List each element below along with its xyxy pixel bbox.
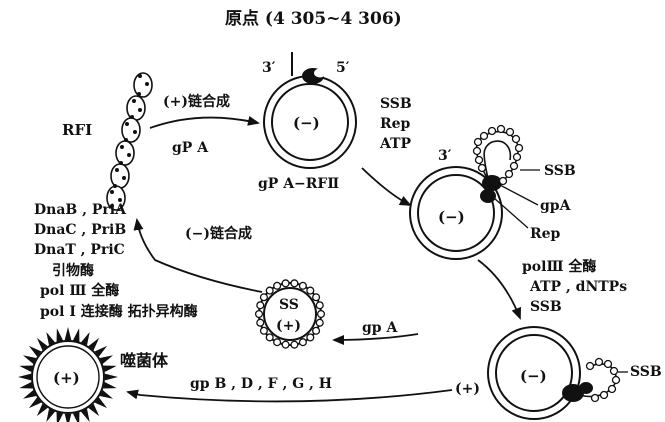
plus-strand-synthesis-label: (+)链合成 [163, 93, 230, 110]
phage-spike [19, 382, 33, 388]
pol3-holoenzyme-left-label: pol Ⅲ 全酶 [40, 282, 119, 299]
phage-label: 噬菌体 [120, 351, 169, 370]
three-prime-top: 3′ [262, 60, 276, 76]
ss-plus-label: (+) [276, 318, 301, 334]
ssb-bead [274, 339, 281, 346]
rf1-supercoiled-dna [107, 73, 152, 210]
gpA-lower-label: gp A [362, 320, 398, 336]
primase-label: 引物酶 [52, 262, 94, 279]
plus-strand-bottom: (+) [455, 381, 480, 397]
rf1-label: RFⅠ [62, 121, 92, 139]
atp-top-label: ATP [379, 136, 412, 152]
phage-plus-label: (+) [53, 369, 80, 387]
phage-spike [73, 328, 79, 342]
minus-strand-bottom: (−) [520, 367, 547, 385]
dnaB-priA-label: DnaB , PriA [34, 202, 127, 218]
ssb-right-label: SSB [530, 299, 562, 315]
ssb-bottom-label: SSB [630, 364, 662, 380]
ssb-bead [257, 302, 264, 309]
ssb-bead [282, 341, 289, 348]
ssb-bead [282, 280, 289, 287]
phage-spike [103, 382, 117, 388]
minus-strand-synthesis-label: (−)链合成 [185, 225, 252, 242]
rolling-circle-bottom [488, 327, 616, 419]
dnaT-priC-label: DnaT , PriC [34, 242, 125, 258]
ssb-bead [266, 287, 273, 294]
dnaC-priB-label: DnaC , PriB [34, 222, 126, 238]
rep-mid-label: Rep [530, 226, 561, 242]
phage-spike [18, 374, 31, 381]
arrow-rf2-to-rolling [362, 168, 410, 205]
ssb-bead [256, 311, 263, 318]
atp-dntps-label: ATP , dNTPs [529, 279, 627, 295]
ssb-bead [261, 294, 268, 301]
ssb-mid-label: SSB [544, 163, 576, 179]
phage-spike [73, 412, 79, 422]
ssb-bead [257, 319, 264, 326]
phage-spike [57, 412, 63, 422]
ssb-bead [299, 282, 306, 289]
ssb-bead [299, 339, 306, 346]
ss-ssb-beads [256, 280, 325, 348]
arrow-mid-to-bottom [478, 260, 520, 318]
ssb-bead [266, 334, 273, 341]
ssb-bead [291, 280, 298, 287]
minus-strand-mid: (−) [438, 208, 465, 226]
ssb-bead [307, 287, 314, 294]
ssb-bead [261, 327, 268, 334]
ssb-bead [307, 334, 314, 341]
ss-label: SS [279, 297, 299, 313]
five-prime-top: 5′ [336, 60, 350, 76]
gpA-top-label: gP A [172, 140, 209, 156]
ssb-beads-middle [474, 126, 523, 185]
three-prime-mid: 3′ [438, 148, 452, 164]
origin-title: 原点 (4 305~4 306) [225, 8, 402, 29]
phage-spike [65, 327, 72, 340]
gpA-rf2-label: gP A−RFⅡ [258, 176, 339, 192]
ssb-bead [291, 341, 298, 348]
ssb-bead [274, 282, 281, 289]
gp-bdfgh-label: gp B , D , F , G , H [190, 376, 332, 392]
rep-top-label: Rep [380, 116, 411, 132]
ssb-beads-bottom [587, 359, 620, 402]
gpA-mid-label: gpA [540, 198, 572, 214]
pol3-right-label: polⅢ 全酶 [522, 258, 596, 275]
ssb-bead [316, 302, 323, 309]
phage-spike [57, 328, 63, 342]
phage-spike [105, 374, 118, 381]
pol1-ligase-topo-label: pol Ⅰ 连接酶 拓扑异构酶 [40, 303, 198, 320]
arrow-rf1-to-rf2 [150, 118, 258, 128]
phage-spike [65, 414, 72, 422]
minus-strand-top: (−) [293, 114, 320, 132]
ssb-bead [313, 327, 320, 334]
phage-spike [103, 366, 117, 372]
ssb-top-label: SSB [380, 96, 412, 112]
ssb-bead [318, 311, 325, 318]
phage-spike [19, 366, 33, 372]
ssb-bead [313, 294, 320, 301]
rolling-circle-middle [410, 132, 518, 259]
ssb-bead [316, 319, 323, 326]
